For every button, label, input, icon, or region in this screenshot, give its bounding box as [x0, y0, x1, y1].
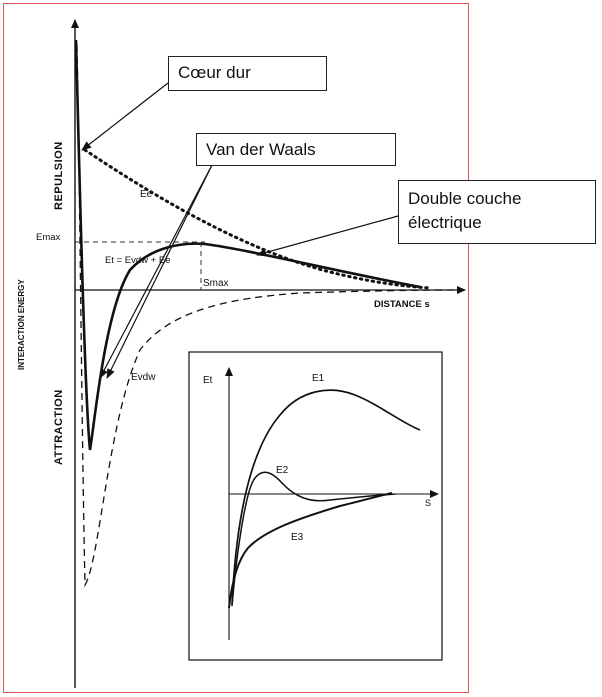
inset-e2-label: E2	[276, 465, 289, 476]
inset-y-label: Et	[203, 375, 213, 386]
hard-core-arrow	[81, 82, 169, 151]
inset-e3-curve	[228, 492, 393, 609]
inset-x-label: S	[425, 498, 431, 508]
double-layer-arrow	[256, 215, 399, 257]
inset-e1-label: E1	[312, 373, 325, 384]
hard-core-callout-text: Cœur dur	[178, 63, 251, 82]
et-formula-label: Et = Evdw + Ee	[105, 255, 170, 266]
inset-e1-curve	[231, 389, 421, 606]
ee-curve	[83, 148, 432, 290]
figure-frame	[3, 3, 469, 693]
van-der-waals-callout-text: Van der Waals	[206, 140, 316, 159]
inset-e3-label: E3	[291, 532, 304, 543]
evdw-label: Evdw	[131, 372, 156, 383]
hard-core-callout: Cœur dur	[168, 56, 327, 91]
inset-frame	[188, 351, 443, 661]
double-layer-callout: Double couche électrique	[398, 180, 596, 244]
van-der-waals-arrow-2	[106, 164, 213, 379]
y-axis-label: INTERACTION ENERGY	[17, 279, 26, 370]
evdw-curve	[76, 44, 456, 588]
double-layer-callout-line2: électrique	[408, 213, 482, 232]
ee-label: Ee	[140, 189, 153, 200]
double-layer-callout-line1: Double couche	[408, 189, 522, 208]
smax-label: Smax	[203, 278, 229, 289]
emax-label: Emax	[36, 232, 61, 243]
inset-graph: Et S E1 E2 E3	[188, 351, 443, 661]
van-der-waals-callout: Van der Waals	[196, 133, 396, 166]
inset-e2-curve	[231, 471, 396, 607]
van-der-waals-arrow-1	[99, 164, 213, 379]
repulsion-label: REPULSION	[53, 141, 65, 210]
x-axis-label: DISTANCE s	[374, 299, 430, 310]
attraction-label: ATTRACTION	[53, 389, 65, 465]
